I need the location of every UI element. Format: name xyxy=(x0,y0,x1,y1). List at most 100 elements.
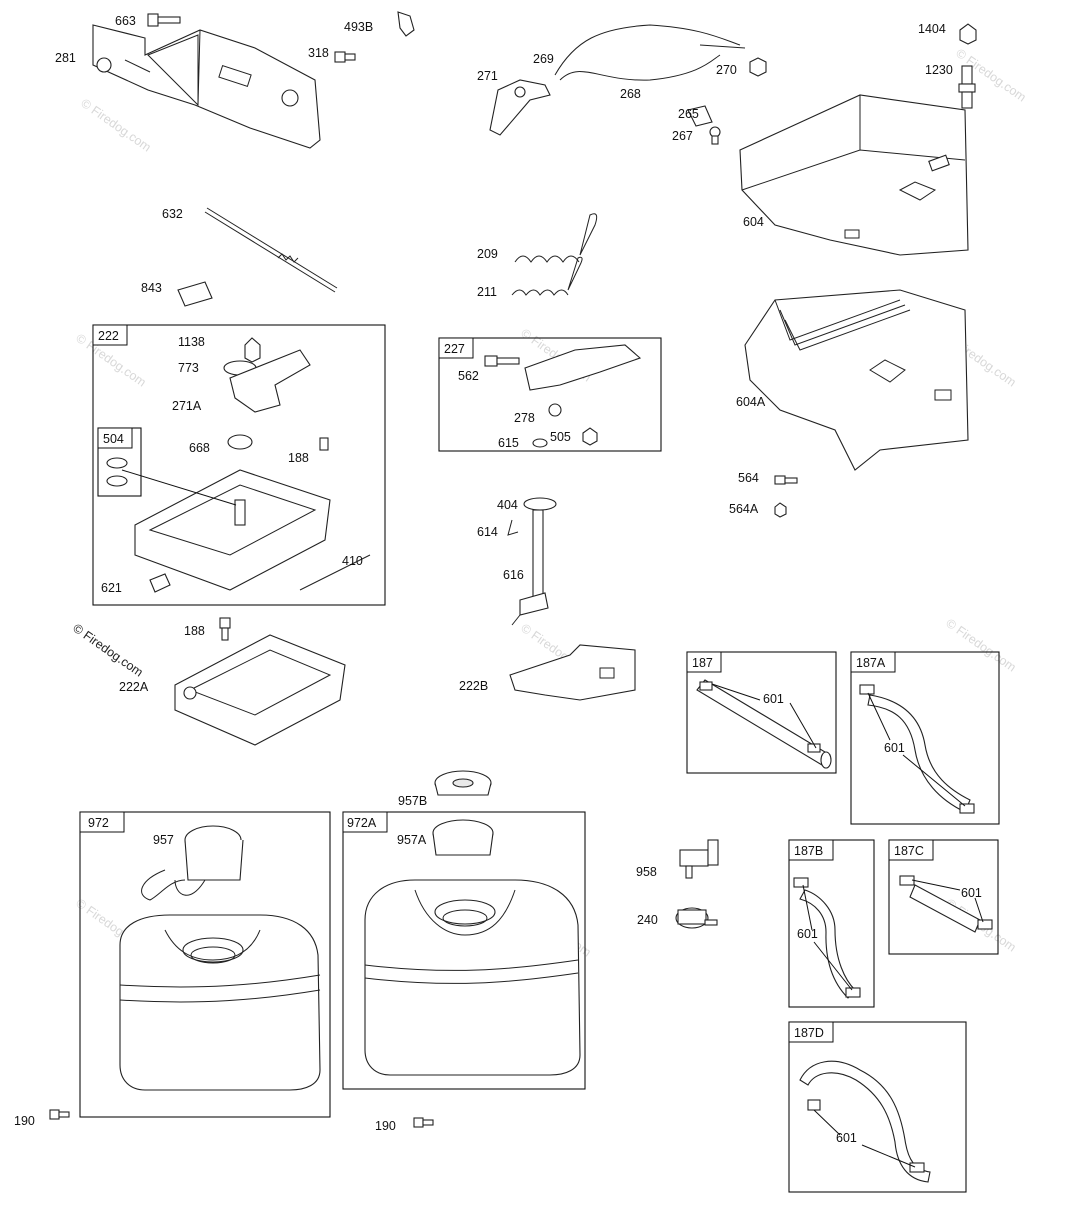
bolt-188-drawing xyxy=(219,617,231,641)
leader-lines xyxy=(711,683,984,1168)
bolt-190-drawing xyxy=(413,1117,434,1128)
group-tag xyxy=(850,651,896,673)
callout-410: 410 xyxy=(342,554,363,568)
callout-564: 564 xyxy=(738,471,759,485)
group-tag xyxy=(92,324,128,346)
fuel-line-187-drawing xyxy=(696,679,832,769)
callout-505: 505 xyxy=(550,430,571,444)
callout-211: 211 xyxy=(477,285,497,299)
callout-957: 957 xyxy=(153,833,174,847)
stud-1230-drawing xyxy=(958,65,976,109)
callout-270: 270 xyxy=(716,63,737,77)
callout-958: 958 xyxy=(636,865,657,879)
callout-271a: 271A xyxy=(172,399,202,413)
spring-211-drawing xyxy=(511,256,583,296)
fuel-line-187D-drawing xyxy=(799,1060,931,1183)
callout-604: 604 xyxy=(743,215,764,229)
callout-616: 616 xyxy=(503,568,524,582)
watermark-text: © Firedog.com xyxy=(943,616,1018,675)
group-box-label: 504 xyxy=(103,432,124,446)
group-box-label: 187 xyxy=(692,656,713,670)
callout-562: 562 xyxy=(458,369,479,383)
callout-268: 268 xyxy=(620,87,641,101)
group-box-label: 187C xyxy=(894,844,924,858)
callout-281: 281 xyxy=(55,51,76,65)
throttle-bracket-227-drawing xyxy=(484,344,642,446)
group-box-187C xyxy=(888,839,999,955)
fuel-line-187C-drawing xyxy=(899,875,993,933)
watermark-text-dark: © Firedog.com xyxy=(70,621,145,680)
group-box-227 xyxy=(438,337,662,452)
group-box-label: 187B xyxy=(794,844,823,858)
callout-240: 240 xyxy=(637,913,658,927)
group-boxes: 222 504 227 187 187A 187B 187C 187D 972 … xyxy=(79,324,1000,1193)
callout-1138: 1138 xyxy=(178,335,205,349)
callout-614: 614 xyxy=(477,525,498,539)
callout-404: 404 xyxy=(497,498,518,512)
screw-564-drawing xyxy=(774,475,798,485)
callout-269: 269 xyxy=(533,52,554,66)
group-box-label: 972A xyxy=(347,816,377,830)
parts-drawings xyxy=(49,11,993,1183)
control-plate-222A-drawing xyxy=(174,634,346,746)
callout-267: 267 xyxy=(672,129,693,143)
shaft-616-drawing xyxy=(507,438,557,626)
callout-601: 601 xyxy=(836,1131,857,1145)
lever-271-drawing xyxy=(489,79,551,136)
fuel-line-187A-drawing xyxy=(859,684,975,814)
group-tag xyxy=(888,839,934,861)
callout-222b: 222B xyxy=(459,679,488,693)
callout-278: 278 xyxy=(514,411,535,425)
callout-663: 663 xyxy=(115,14,136,28)
fuel-tank-972A-drawing xyxy=(364,819,581,1076)
group-box-label: 187A xyxy=(856,656,886,670)
group-box-label: 972 xyxy=(88,816,109,830)
group-tag xyxy=(788,1021,834,1043)
group-tag xyxy=(342,811,388,833)
screw-267-drawing xyxy=(709,126,721,145)
group-tag xyxy=(438,337,474,359)
callout-1230: 1230 xyxy=(925,63,953,77)
group-box-187D xyxy=(788,1021,967,1193)
callout-188: 188 xyxy=(288,451,309,465)
group-tag xyxy=(79,811,125,833)
group-tag xyxy=(97,427,133,449)
group-box-187A xyxy=(850,651,1000,825)
bolt-190-drawing xyxy=(49,1109,70,1120)
blower-housing-604-drawing xyxy=(739,94,969,256)
callout-265: 265 xyxy=(678,107,699,121)
nut-564A-drawing xyxy=(774,502,787,518)
block-843-drawing xyxy=(177,281,213,307)
fuel-cap-957B-drawing xyxy=(434,770,492,796)
callout-564a: 564A xyxy=(729,502,759,516)
callout-601: 601 xyxy=(797,927,818,941)
throttle-cable-268-drawing xyxy=(554,24,746,81)
group-tag xyxy=(686,651,722,673)
callout-493b: 493B xyxy=(344,20,373,34)
callout-604a: 604A xyxy=(736,395,766,409)
fuel-filter-240-drawing xyxy=(675,907,718,929)
control-bracket-281-drawing xyxy=(92,24,321,149)
callout-1404: 1404 xyxy=(918,22,946,36)
group-box-label: 227 xyxy=(444,342,465,356)
clip-265-drawing xyxy=(687,105,713,127)
watermark-text: © Firedog.com xyxy=(78,96,153,155)
callout-209: 209 xyxy=(477,247,498,261)
nut-270-drawing xyxy=(749,57,767,77)
bolt-663-drawing xyxy=(147,13,181,27)
group-box-label: 222 xyxy=(98,329,119,343)
screw-318-drawing xyxy=(334,51,356,63)
callout-957b: 957B xyxy=(398,794,427,808)
group-tag xyxy=(788,839,834,861)
fuel-line-187B-drawing xyxy=(793,877,861,999)
clip-493B-drawing xyxy=(397,11,415,37)
callout-773: 773 xyxy=(178,361,199,375)
callout-271: 271 xyxy=(477,69,498,83)
callout-615: 615 xyxy=(498,436,519,450)
fuel-tank-972-drawing xyxy=(119,825,321,1091)
bracket-222B-drawing xyxy=(509,644,636,701)
callout-601: 601 xyxy=(763,692,784,706)
